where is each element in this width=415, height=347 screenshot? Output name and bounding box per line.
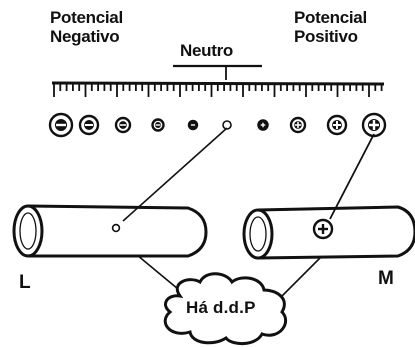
charge-markers bbox=[48, 112, 387, 138]
conductor-m bbox=[242, 205, 415, 260]
negative-potential-line2: Negativo bbox=[50, 27, 120, 46]
ddp-label: Há d.d.P bbox=[186, 298, 256, 317]
conductor-l bbox=[12, 204, 208, 258]
charge-marker-negative bbox=[151, 118, 165, 132]
conductor-m-body bbox=[257, 205, 415, 260]
negative-potential-label: Potencial Negativo bbox=[50, 8, 123, 46]
scale-baseline bbox=[51, 81, 385, 86]
charge-marker-neutral bbox=[222, 120, 232, 130]
neutral-label: Neutro bbox=[180, 41, 233, 60]
charge-marker-negative bbox=[114, 116, 132, 134]
conductor-m-end bbox=[242, 208, 274, 260]
conductor-m-inner bbox=[249, 216, 267, 252]
conductor-l-inner bbox=[19, 212, 37, 250]
leader-positive bbox=[329, 133, 375, 220]
positive-potential-line1: Potencial bbox=[294, 8, 367, 27]
charge-marker-positive bbox=[361, 112, 387, 138]
charge-marker-positive bbox=[257, 119, 269, 131]
charge-marker-positive bbox=[289, 116, 307, 134]
charge-marker-negative bbox=[78, 114, 100, 136]
ddp-cloud bbox=[163, 272, 288, 345]
charge-marker-negative bbox=[48, 112, 74, 138]
charge-marker-positive bbox=[326, 114, 348, 136]
negative-potential-line1: Potencial bbox=[50, 8, 123, 27]
conductor-l-body bbox=[27, 204, 208, 258]
scale-ticks bbox=[53, 84, 383, 97]
wire-m bbox=[281, 257, 321, 297]
charge-marker-negative bbox=[187, 119, 199, 131]
positive-potential-label: Potencial Positivo bbox=[294, 8, 367, 46]
conductor-l-end bbox=[12, 204, 44, 258]
positive-potential-line2: Positivo bbox=[294, 27, 358, 46]
conductor-m-label: M bbox=[378, 268, 394, 289]
conductor-l-neutral-charge bbox=[111, 223, 121, 233]
potential-scale bbox=[51, 81, 385, 97]
wire-l bbox=[136, 254, 179, 290]
conductor-l-label: L bbox=[19, 272, 31, 293]
leader-neutral bbox=[122, 127, 228, 222]
